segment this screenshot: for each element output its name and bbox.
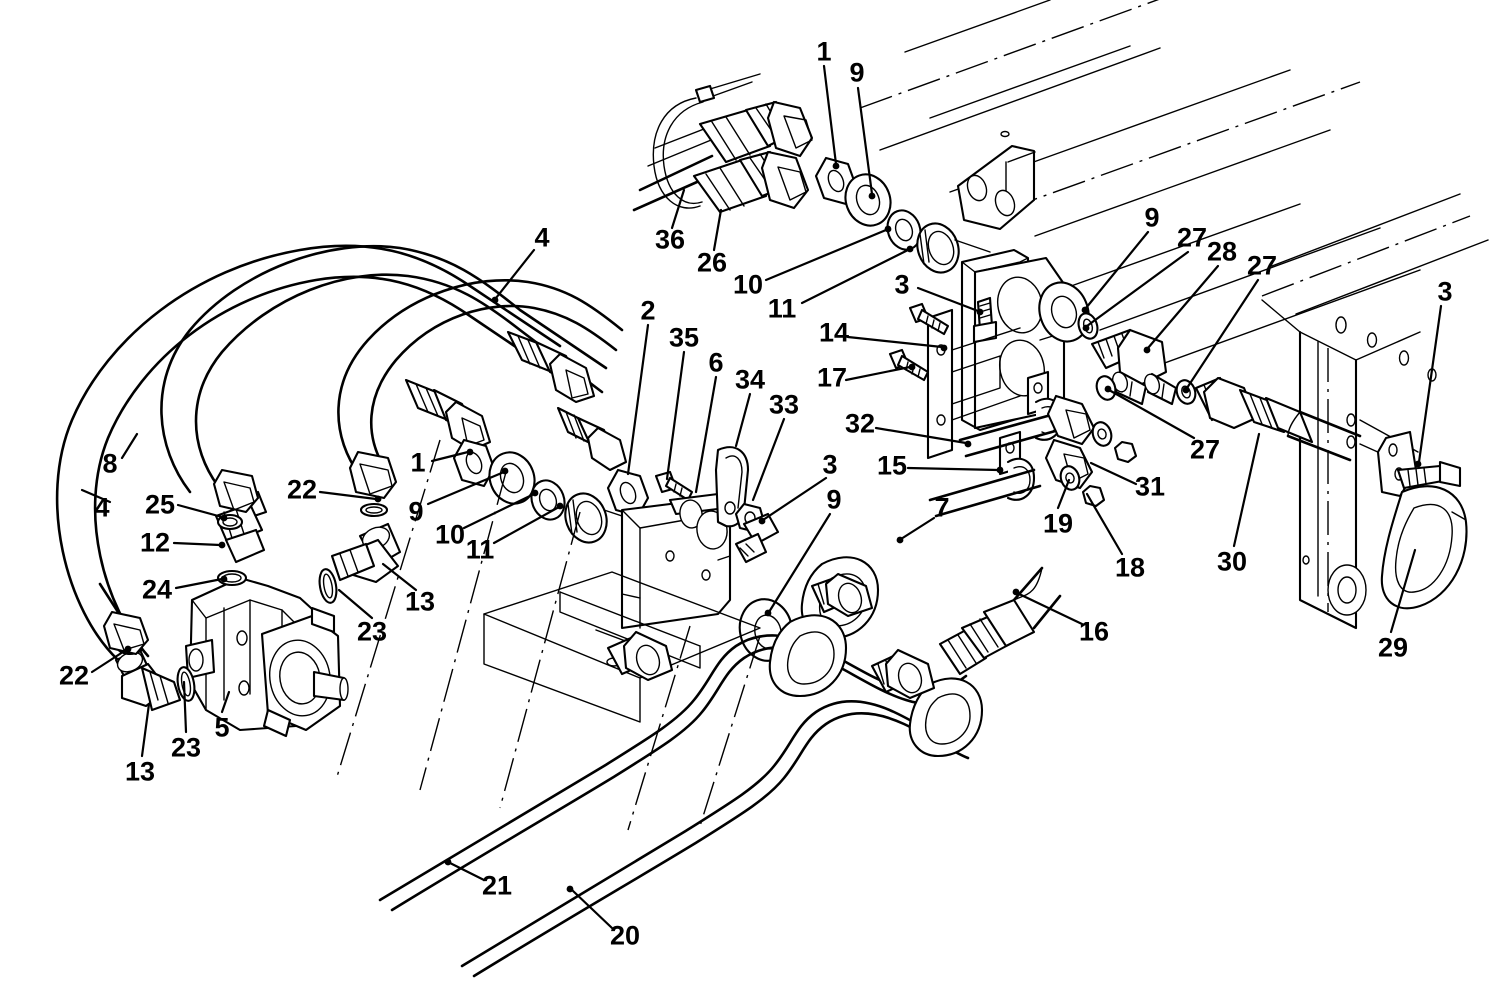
eye-bolt-fitting-b [606,614,848,698]
frame-hinge-bracket [956,130,1036,231]
hose-end-fittings-top [404,330,628,472]
nut-2 [606,468,650,518]
capscrew-17 [888,348,930,382]
tube-20-21 [378,634,972,978]
hose-end-nut-lower-left [98,582,150,656]
hydraulic-pump-5 [184,576,349,738]
tie-down-ring-assembly [1376,430,1468,610]
tube-clamp-assembly [928,370,1138,518]
washer-stack-top [814,156,991,274]
washer-stack-mid [452,438,641,544]
leader-lines [80,64,1443,930]
capscrew-3-mid [734,512,780,564]
eye-bolt-fitting-c [870,648,984,758]
frame-tube-right [1261,193,1489,630]
capscrew-14 [908,302,950,336]
clamp-34 [714,446,750,528]
hose-group-left [55,244,624,662]
elbow-fitting-13-mid [318,522,402,604]
hose-30 [1194,376,1362,462]
capscrew-35 [654,470,694,502]
bracket-6 [620,492,732,630]
hose-end-nut-upper-mid [212,468,260,514]
hose-end-nut-mid [348,450,398,518]
hose-fitting-16 [938,566,1062,676]
hose-bundle-assembly [632,73,814,214]
tee-fitting-28 [1090,328,1197,406]
